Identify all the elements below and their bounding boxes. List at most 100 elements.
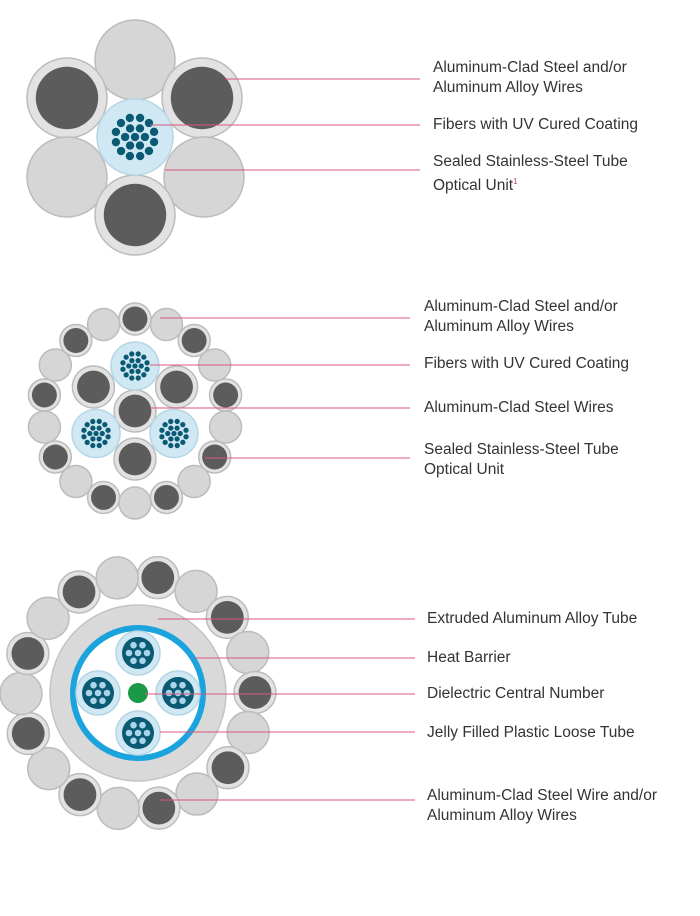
fiber xyxy=(144,366,150,372)
label-d2-fibers: Fibers with UV Cured Coating xyxy=(424,355,630,372)
fiber xyxy=(102,439,108,445)
fiber xyxy=(132,363,138,369)
fiber xyxy=(120,366,126,372)
fiber xyxy=(183,427,189,433)
clad-steel-wire-core xyxy=(213,382,239,408)
fiber xyxy=(120,360,126,366)
fiber xyxy=(96,436,102,442)
label-d3-central-member: Dielectric Central Number xyxy=(427,685,605,702)
label-d3-heat-barrier: Heat Barrier xyxy=(427,649,511,666)
fiber xyxy=(183,434,189,440)
fiber xyxy=(149,137,159,147)
aluminum-wire xyxy=(226,710,270,755)
fiber xyxy=(183,689,191,697)
aluminum-wire xyxy=(26,746,71,791)
fiber xyxy=(93,430,99,437)
fiber xyxy=(125,113,135,123)
clad-steel-wire-core xyxy=(63,778,97,811)
aluminum-wire xyxy=(175,772,219,816)
aluminum-wire xyxy=(226,630,270,675)
footnote-marker: 1 xyxy=(513,177,518,186)
fiber xyxy=(125,141,135,150)
fiber xyxy=(168,442,174,449)
fiber xyxy=(135,375,141,381)
fiber xyxy=(125,151,135,161)
clad-steel-wire-core xyxy=(122,306,148,332)
fiber xyxy=(84,422,90,428)
aluminum-wire xyxy=(27,410,62,444)
fiber xyxy=(90,418,96,425)
label-d1-fibers: Fibers with UV Cured Coating xyxy=(433,116,639,133)
fiber xyxy=(144,360,150,366)
fiber xyxy=(96,442,102,449)
aluminum-wire xyxy=(59,464,93,499)
fiber xyxy=(180,422,186,428)
aluminum-wire xyxy=(38,348,73,382)
fiber xyxy=(174,418,180,425)
fiber xyxy=(111,137,121,147)
fiber xyxy=(129,357,135,364)
aluminum-wire xyxy=(163,136,245,218)
fiber xyxy=(120,132,130,142)
fiber xyxy=(84,439,90,445)
aluminum-wire xyxy=(177,464,211,499)
clad-steel-wire-core xyxy=(238,676,272,709)
clad-steel-wire-core xyxy=(211,751,245,785)
fiber xyxy=(81,434,87,440)
fiber xyxy=(125,729,133,737)
fiber xyxy=(105,427,111,433)
fiber xyxy=(129,375,135,381)
fiber xyxy=(90,436,96,442)
fiber xyxy=(125,124,135,133)
fiber xyxy=(103,689,111,697)
fiber xyxy=(168,436,174,442)
clad-steel-wire-core xyxy=(103,183,167,247)
aluminum-wire xyxy=(174,569,218,614)
label-d2-steel-wires: Aluminum-Clad Steel Wires xyxy=(424,399,614,416)
fiber xyxy=(90,681,97,689)
aluminum-wire xyxy=(26,136,108,218)
dielectric-central-member xyxy=(128,683,148,703)
fiber xyxy=(96,418,102,425)
aluminum-wire xyxy=(96,786,140,831)
fiber xyxy=(174,425,180,431)
fiber xyxy=(130,132,140,142)
fiber xyxy=(123,372,129,378)
clad-steel-wire-core xyxy=(11,717,45,750)
clad-steel-wire-core xyxy=(141,561,175,595)
clad-steel-wire-core xyxy=(91,484,117,510)
fiber xyxy=(168,425,174,431)
fiber xyxy=(174,436,180,442)
clad-steel-wire-core xyxy=(118,442,152,476)
fiber xyxy=(141,354,147,360)
aluminum-wire xyxy=(149,307,184,342)
fiber xyxy=(135,113,145,123)
fiber xyxy=(126,363,132,369)
fiber xyxy=(111,127,121,137)
fiber xyxy=(130,657,137,665)
fiber xyxy=(144,146,154,156)
fiber xyxy=(135,141,145,150)
fiber xyxy=(125,649,133,657)
clad-steel-wire-core xyxy=(181,328,207,354)
fiber xyxy=(99,430,105,437)
clad-steel-wire-core xyxy=(77,370,110,404)
fiber xyxy=(105,434,111,440)
fiber xyxy=(170,697,177,705)
fiber xyxy=(139,721,146,729)
fiber xyxy=(143,729,151,737)
fiber xyxy=(162,439,168,445)
aluminum-wire xyxy=(86,307,121,342)
fiber xyxy=(90,697,97,705)
fiber xyxy=(134,729,142,737)
fiber xyxy=(87,430,93,437)
fiber xyxy=(143,649,151,657)
fiber xyxy=(135,124,145,133)
fiber xyxy=(123,354,129,360)
clad-steel-wire-core xyxy=(202,444,228,470)
fiber xyxy=(165,689,173,697)
fiber xyxy=(102,422,108,428)
